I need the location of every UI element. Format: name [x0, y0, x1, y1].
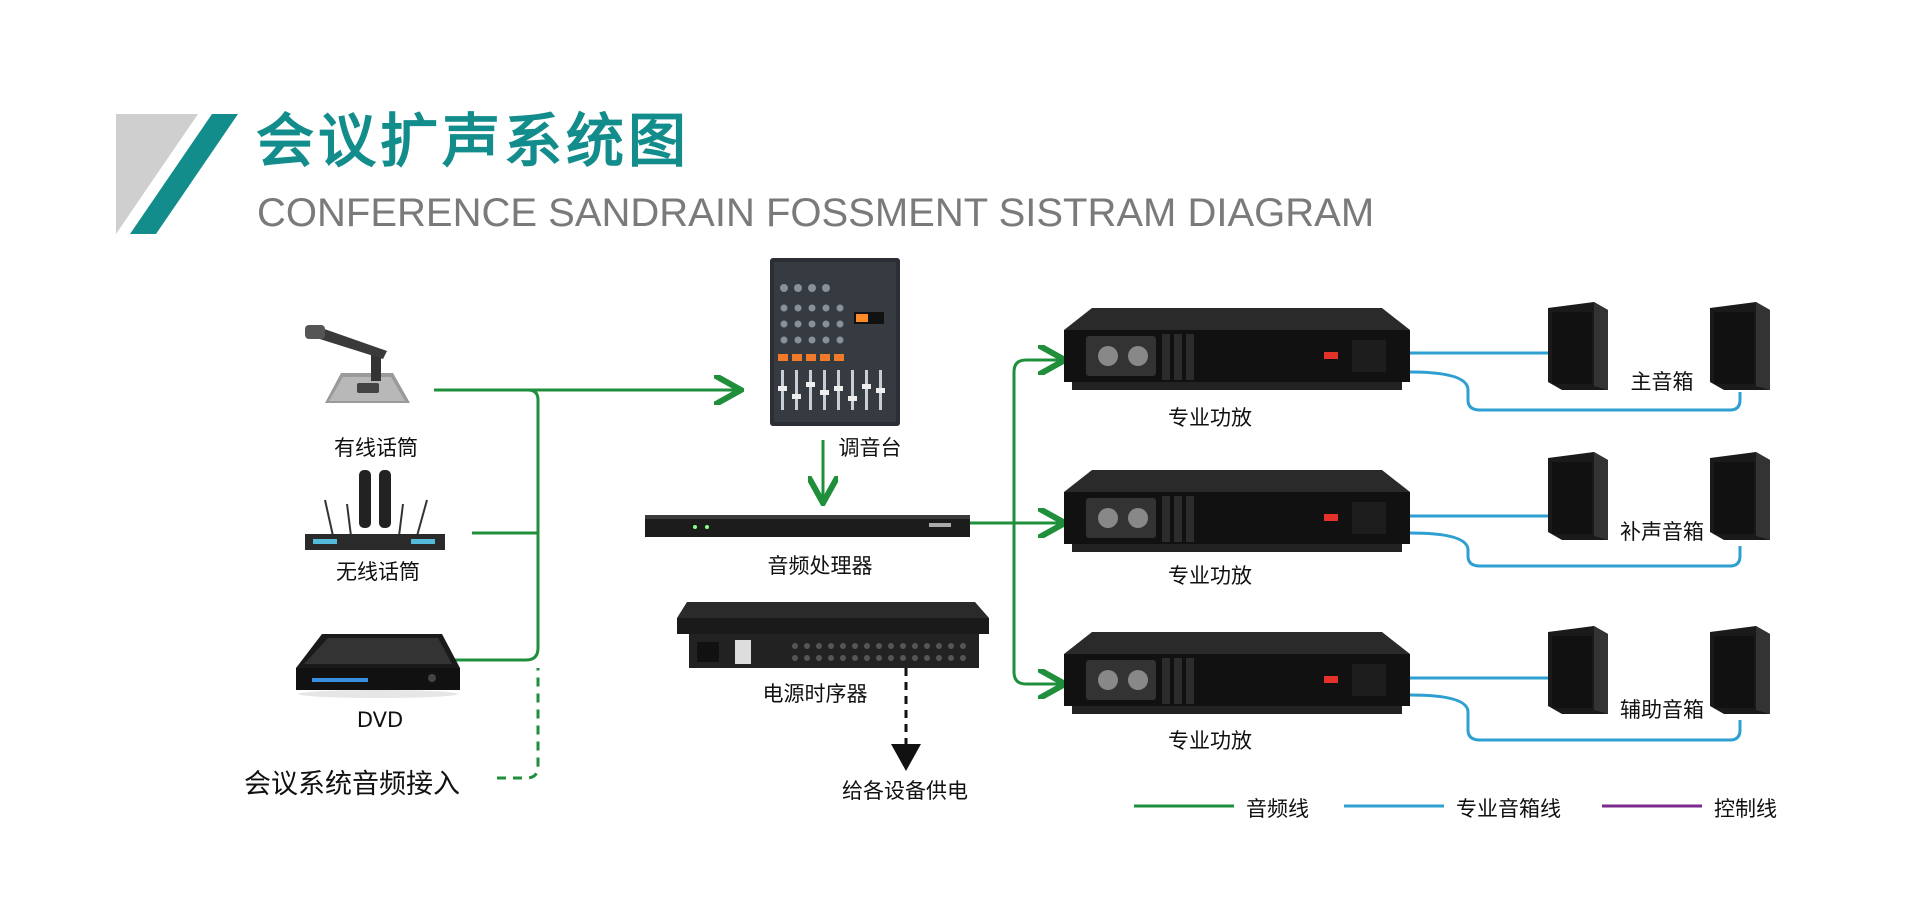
speaker-main-right-icon	[1710, 302, 1770, 390]
label-speaker-fill: 补声音箱	[1612, 516, 1712, 546]
wireless-mic-icon	[303, 470, 448, 552]
label-speaker-aux: 辅助音箱	[1612, 694, 1712, 724]
wired-mic-icon	[305, 325, 430, 405]
audio-processor-icon	[645, 513, 970, 539]
legend-control: 控制线	[1714, 793, 1777, 823]
label-wireless-mic: 无线话筒	[318, 556, 438, 586]
dvd-player-icon	[292, 632, 462, 698]
label-speaker-main: 主音箱	[1612, 366, 1712, 396]
power-sequencer-icon	[675, 600, 991, 670]
label-sequencer: 电源时序器	[735, 678, 895, 708]
speaker-aux-left-icon	[1548, 626, 1608, 714]
legend-audio-swatch	[1134, 803, 1234, 809]
legend-speaker: 专业音箱线	[1456, 793, 1561, 823]
label-wired-mic: 有线话筒	[316, 432, 436, 462]
amplifier-2-icon	[1062, 470, 1412, 558]
label-amp-1: 专业功放	[1150, 402, 1270, 432]
legend-speaker-swatch	[1344, 803, 1444, 809]
speaker-fill-left-icon	[1548, 452, 1608, 540]
label-dvd: DVD	[320, 708, 440, 732]
label-mixer: 调音台	[820, 432, 920, 462]
legend-audio: 音频线	[1246, 793, 1309, 823]
line-conference-input	[497, 668, 538, 778]
legend-control-swatch	[1602, 803, 1702, 809]
label-power-out: 给各设备供电	[790, 775, 1020, 805]
amplifier-1-icon	[1062, 308, 1412, 396]
label-conference-input: 会议系统音频接入	[244, 762, 460, 801]
speaker-aux-right-icon	[1710, 626, 1770, 714]
amplifier-3-icon	[1062, 632, 1412, 720]
speaker-fill-right-icon	[1710, 452, 1770, 540]
label-amp-2: 专业功放	[1150, 560, 1270, 590]
line-bus-vertical	[455, 390, 538, 660]
mixer-icon	[770, 258, 900, 426]
speaker-main-left-icon	[1548, 302, 1608, 390]
label-amp-3: 专业功放	[1150, 725, 1270, 755]
label-processor: 音频处理器	[740, 550, 900, 580]
